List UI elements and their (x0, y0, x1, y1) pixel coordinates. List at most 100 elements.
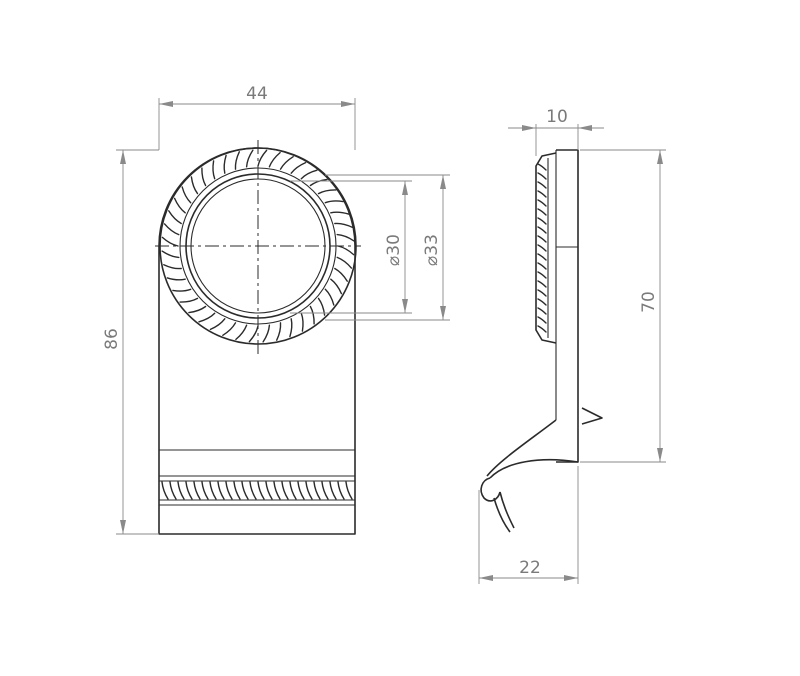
knurl-stroke (330, 211, 350, 215)
knurl-stroke (309, 305, 315, 325)
knurl-stroke (334, 222, 353, 228)
dim-label-height: 86 (102, 328, 122, 350)
knurl-stroke (168, 210, 182, 225)
knurl-stroke (300, 169, 318, 180)
knurl-stroke (537, 163, 547, 171)
knurl-stroke (201, 481, 209, 500)
dim-label-width: 44 (246, 84, 268, 104)
knurl-stroke (181, 186, 192, 204)
side-rosette-profile (535, 152, 557, 344)
knurl-stroke (537, 307, 547, 315)
knurl-stroke (289, 318, 293, 338)
dim-label-diameter-30: ⌀30 (384, 234, 404, 266)
knurl-stroke (163, 223, 180, 236)
knurl-stroke (188, 305, 207, 314)
knurl-stroke (537, 280, 547, 288)
side-knurl-pattern (537, 163, 547, 333)
knurl-stroke (336, 233, 355, 242)
side-back-plate (556, 149, 579, 463)
front-view (155, 140, 361, 535)
knurl-stroke (336, 256, 353, 269)
knurl-stroke (225, 481, 233, 500)
knurl-stroke (537, 226, 547, 234)
knurl-stroke (324, 200, 344, 204)
dimension-depth-22: 22 (478, 466, 579, 584)
dim-label-thickness: 10 (546, 107, 568, 127)
knurl-stroke (334, 267, 348, 282)
knurl-stroke (233, 481, 241, 500)
knurl-stroke (313, 481, 321, 500)
knurl-stroke (537, 325, 547, 333)
knurl-stroke (537, 289, 547, 297)
knurl-stroke (321, 481, 329, 500)
knurl-stroke (537, 172, 547, 180)
knurl-stroke (209, 318, 226, 331)
knurl-stroke (217, 481, 225, 500)
knurl-stroke (235, 324, 248, 341)
knurl-stroke (537, 208, 547, 216)
knurl-stroke (249, 481, 257, 500)
side-lever-outer (489, 458, 579, 479)
knurl-stroke (337, 245, 355, 256)
knurl-stroke (537, 262, 547, 270)
side-lever-tail (493, 491, 515, 533)
knurl-stroke (537, 199, 547, 207)
side-lever-knuckle (480, 477, 501, 502)
knurl-stroke (161, 236, 179, 247)
knurl-stroke (193, 481, 201, 500)
knurl-stroke (537, 217, 547, 225)
knurl-stroke (537, 271, 547, 279)
knurl-stroke (201, 167, 207, 187)
knurl-stroke (169, 481, 177, 500)
knurl-stroke (257, 149, 268, 167)
knurl-stroke (305, 481, 313, 500)
knurl-stroke (198, 312, 216, 323)
knurl-stroke (537, 235, 547, 243)
knurl-stroke (223, 154, 227, 174)
knurl-stroke (163, 264, 182, 270)
knurl-stroke (300, 312, 304, 332)
knurl-stroke (537, 316, 547, 324)
knurl-stroke (179, 297, 199, 303)
knurl-stroke (309, 178, 328, 187)
dim-label-side-height: 70 (639, 291, 659, 313)
grip-band-knurl-pattern (161, 481, 353, 500)
side-lever-inner (486, 419, 557, 477)
knurl-stroke (324, 288, 335, 306)
knurl-stroke (537, 181, 547, 189)
knurl-stroke (273, 481, 281, 500)
knurl-stroke (190, 176, 199, 195)
knurl-stroke (276, 322, 282, 341)
knurl-stroke (245, 149, 254, 168)
knurl-stroke (329, 481, 337, 500)
knurl-stroke (248, 325, 259, 343)
dim-label-depth: 22 (519, 558, 541, 578)
dimension-height-70: 70 (580, 149, 666, 463)
dimension-diameter-33: ⌀33 (325, 174, 450, 321)
knurl-stroke (257, 481, 265, 500)
knurl-stroke (265, 481, 273, 500)
dimension-diameter-30: ⌀30 (290, 180, 412, 314)
knurl-stroke (234, 151, 240, 170)
knurl-stroke (537, 244, 547, 252)
knurl-stroke (290, 161, 307, 174)
knurl-stroke (289, 481, 297, 500)
knurl-stroke (172, 288, 192, 292)
knurl-stroke (241, 481, 249, 500)
dimension-thickness-10: 10 (508, 107, 604, 156)
knurl-stroke (209, 481, 217, 500)
knurl-stroke (212, 160, 216, 180)
knurl-stroke (279, 156, 294, 170)
dimension-height-86: 86 (102, 149, 159, 535)
knurl-stroke (185, 481, 193, 500)
dimension-width-44: 44 (158, 84, 356, 150)
knurl-stroke (177, 481, 185, 500)
knurl-stroke (161, 250, 180, 259)
knurl-stroke (345, 481, 353, 500)
knurl-stroke (297, 481, 305, 500)
knurl-stroke (537, 298, 547, 306)
knurl-stroke (268, 151, 281, 168)
knurl-stroke (281, 481, 289, 500)
knurl-stroke (262, 324, 271, 343)
